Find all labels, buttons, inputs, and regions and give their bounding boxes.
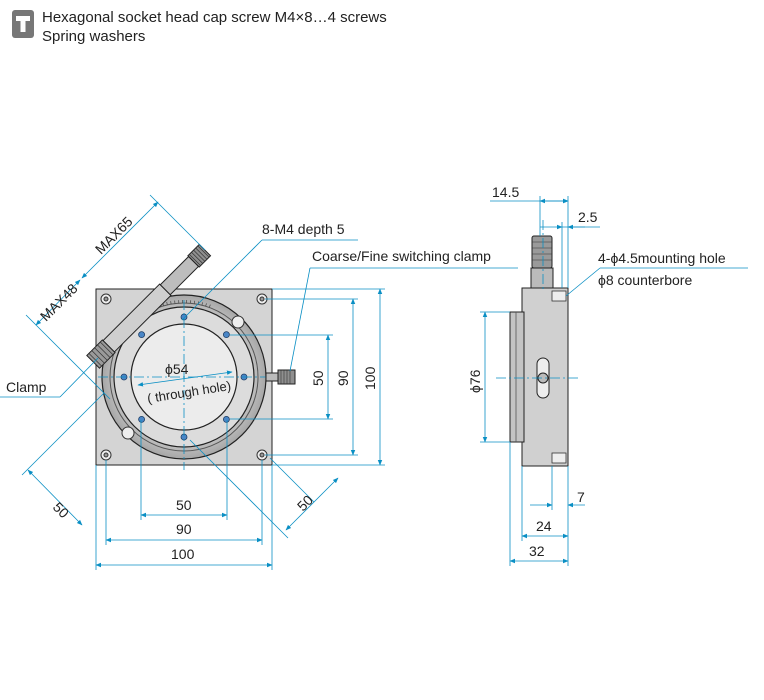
dim-14-5: 14.5: [492, 184, 519, 200]
m4-label: 8-M4 depth 5: [262, 221, 345, 237]
screw-kit-icon: [12, 10, 34, 38]
m4-holes: [120, 313, 248, 441]
clamp-label: Clamp: [6, 379, 47, 395]
max65-label: MAX65: [92, 213, 136, 257]
front-dimensions: [0, 194, 518, 570]
micrometer-head: [86, 243, 212, 369]
dim-100-bottom: 100: [171, 546, 195, 562]
side-table: [509, 311, 525, 443]
washer-spec-line: Spring washers: [42, 28, 146, 45]
dim-32: 32: [529, 543, 545, 559]
dim-2-5: 2.5: [578, 209, 598, 225]
dim-50-diag-left: 50: [50, 499, 72, 521]
mounting-hole-label: 4-ϕ4.5mounting hole: [598, 250, 726, 266]
counterbore-label: ϕ8 counterbore: [598, 272, 692, 288]
side-dimensions: [480, 196, 748, 566]
switching-clamp-knob: [265, 369, 296, 385]
dim-50-diag-right: 50: [294, 492, 316, 514]
dim-90-bottom: 90: [176, 521, 192, 537]
screw-spec-line: Hexagonal socket head cap screw M4×8…4 s…: [42, 9, 387, 26]
switching-clamp-label: Coarse/Fine switching clamp: [312, 248, 491, 264]
front-view: [86, 243, 296, 470]
dim-90-right: 90: [335, 370, 351, 386]
dim-100-right: 100: [362, 366, 378, 390]
phi54-label: ϕ54: [165, 361, 189, 377]
dim-24: 24: [536, 518, 552, 534]
ring-screw-icon: [121, 426, 135, 440]
side-view: [496, 220, 580, 467]
max48-label: MAX48: [37, 280, 81, 324]
ring-screw-icon: [231, 315, 245, 329]
phi76-label: ϕ76: [467, 369, 483, 393]
dim-50-bottom: 50: [176, 497, 192, 513]
corner-holes: [100, 293, 268, 461]
dim-50-right: 50: [310, 370, 326, 386]
header-text: Hexagonal socket head cap screw M4×8…4 s…: [42, 8, 387, 46]
dim-7: 7: [577, 489, 585, 505]
side-knob: [531, 235, 553, 269]
